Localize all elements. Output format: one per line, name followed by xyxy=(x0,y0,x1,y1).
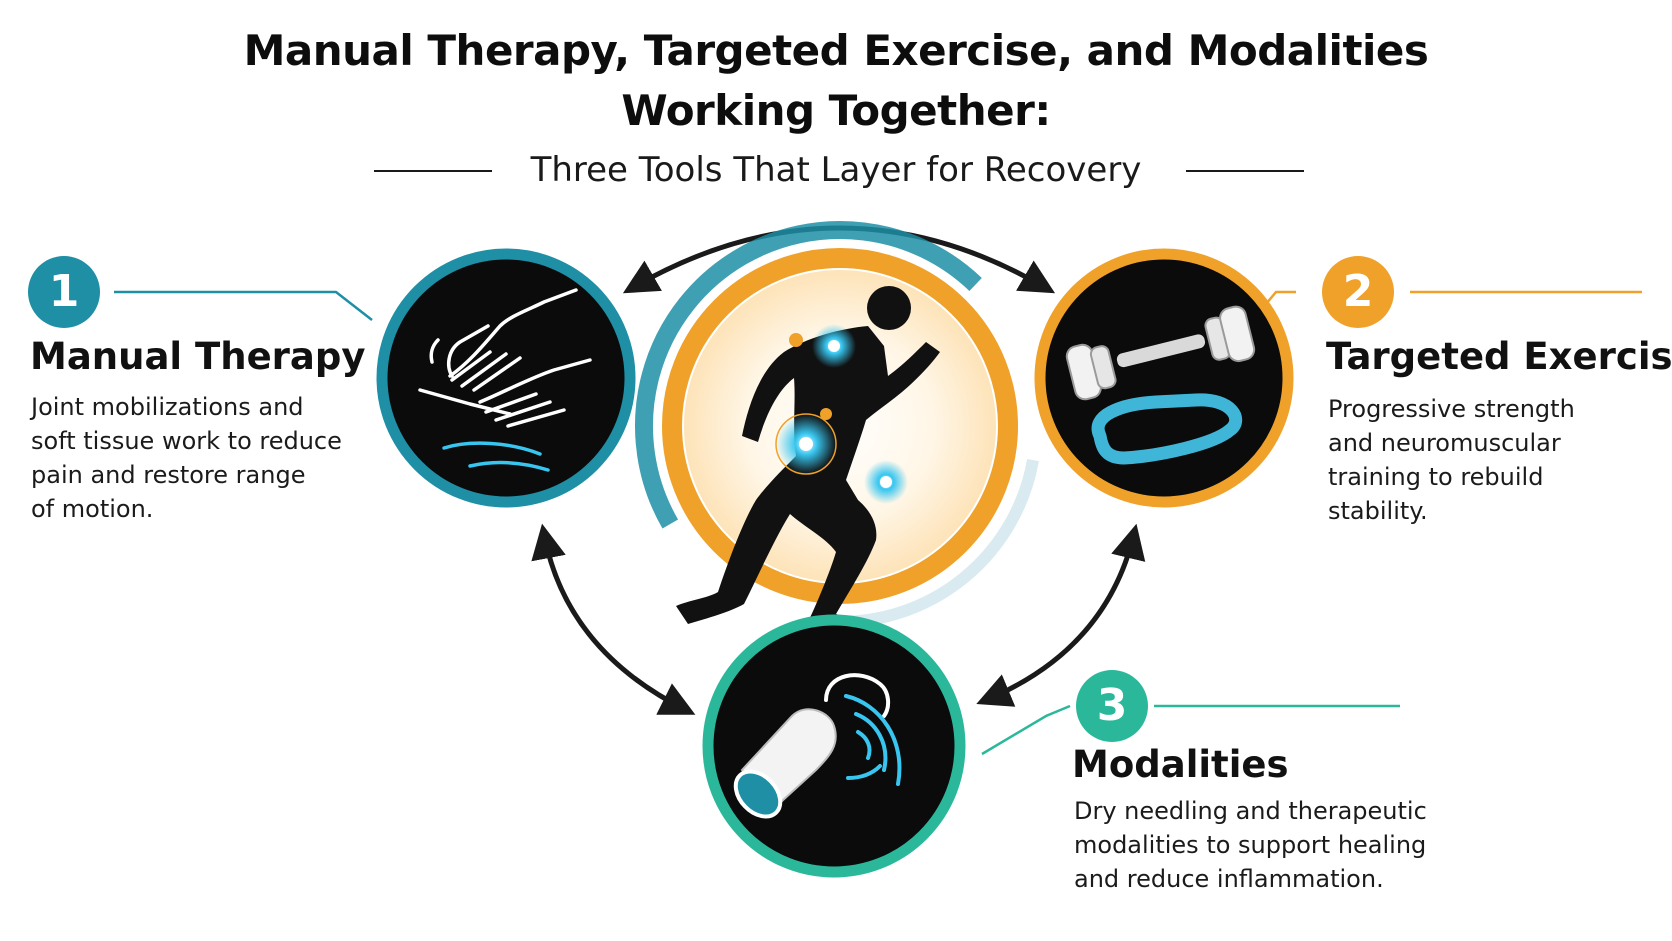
dumbbell-band-icon xyxy=(1065,305,1256,465)
manual-therapy-circle xyxy=(376,248,636,508)
leader-line-modalities-short xyxy=(981,704,1071,756)
heading-manual-therapy: Manual Therapy xyxy=(30,335,366,378)
ultrasound-device-icon xyxy=(733,673,902,819)
heading-targeted-exercise: Targeted Exercise xyxy=(1326,335,1672,378)
subtitle-rule-right xyxy=(1186,170,1304,172)
description-manual-therapy: Joint mobilizations and soft tissue work… xyxy=(31,390,361,526)
arrow-exercise-modalities xyxy=(976,523,1146,707)
description-modalities: Dry needling and therapeutic modalities … xyxy=(1074,794,1474,896)
description-line: and reduce inflammation. xyxy=(1074,865,1384,893)
description-line: soft tissue work to reduce xyxy=(31,427,342,455)
joint-highlights xyxy=(775,324,908,504)
description-targeted-exercise: Progressive strength and neuromuscular t… xyxy=(1328,392,1658,528)
description-line: of motion. xyxy=(31,495,154,523)
heading-modalities: Modalities xyxy=(1072,743,1289,786)
description-line: stability. xyxy=(1328,497,1428,525)
description-line: Dry needling and therapeutic xyxy=(1074,797,1427,825)
description-line: Progressive strength xyxy=(1328,395,1575,423)
description-line: and neuromuscular xyxy=(1328,429,1561,457)
description-line: Joint mobilizations and xyxy=(31,393,304,421)
modalities-circle xyxy=(702,614,966,878)
badge-number-1: 1 xyxy=(28,256,100,328)
badge-number-3: 3 xyxy=(1076,670,1148,742)
description-line: training to rebuild xyxy=(1328,463,1544,491)
arrow-manual-modalities xyxy=(531,523,696,715)
subtitle-rule-left xyxy=(374,170,492,172)
page-title-line-1: Manual Therapy, Targeted Exercise, and M… xyxy=(243,26,1429,75)
badge-number-2: 2 xyxy=(1322,256,1394,328)
page-title-line-2: Working Together: xyxy=(621,86,1051,135)
running-figure-icon xyxy=(676,286,940,640)
leader-line-manual xyxy=(114,290,373,321)
description-line: modalities to support healing xyxy=(1074,831,1427,859)
description-line: pain and restore range xyxy=(31,461,306,489)
targeted-exercise-circle xyxy=(1034,248,1294,508)
hands-massage-icon xyxy=(418,288,592,472)
page-subtitle: Three Tools That Layer for Recovery xyxy=(530,150,1142,190)
